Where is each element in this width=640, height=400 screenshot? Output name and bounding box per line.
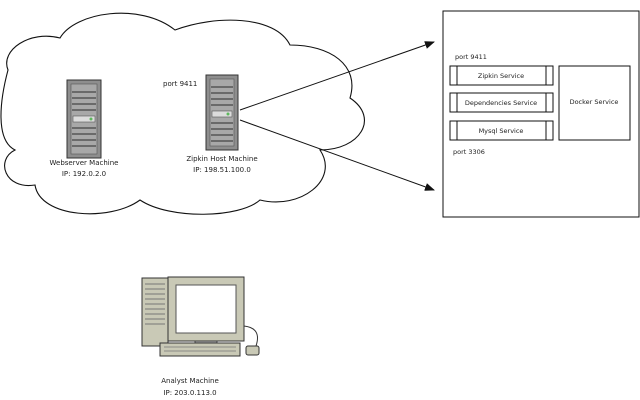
- host-box-port-9411: port 9411: [455, 53, 487, 61]
- zipkin-host-server-icon: [205, 74, 239, 151]
- webserver-ip: IP: 192.0.2.0: [62, 170, 106, 178]
- analyst-computer-icon: [141, 276, 260, 357]
- docker-service-label: Docker Service: [570, 98, 619, 106]
- arrow-to-port-3306: [239, 119, 435, 191]
- dependencies-service-label: Dependencies Service: [465, 99, 537, 107]
- analyst-ip: IP: 203.0.113.0: [163, 389, 216, 397]
- zipkin-service-label: Zipkin Service: [478, 72, 524, 80]
- dependencies-service-box: Dependencies Service: [449, 92, 554, 113]
- zipkin-host-name: Zipkin Host Machine: [186, 155, 257, 163]
- webserver-name: Webserver Machine: [50, 159, 119, 167]
- arrow-to-port-9411: [239, 41, 435, 111]
- analyst-name: Analyst Machine: [161, 377, 219, 385]
- network-cloud: [0, 12, 365, 215]
- mysql-service-label: Mysql Service: [479, 127, 524, 135]
- zipkin-host-ip: IP: 198.51.100.0: [193, 166, 251, 174]
- zipkin-host-port-label: port 9411: [163, 80, 197, 88]
- zipkin-service-box: Zipkin Service: [449, 65, 554, 86]
- host-box-port-3306: port 3306: [453, 148, 485, 156]
- webserver-server-icon: [66, 79, 102, 159]
- docker-service-box: [558, 65, 631, 141]
- mysql-service-box: Mysql Service: [449, 120, 554, 141]
